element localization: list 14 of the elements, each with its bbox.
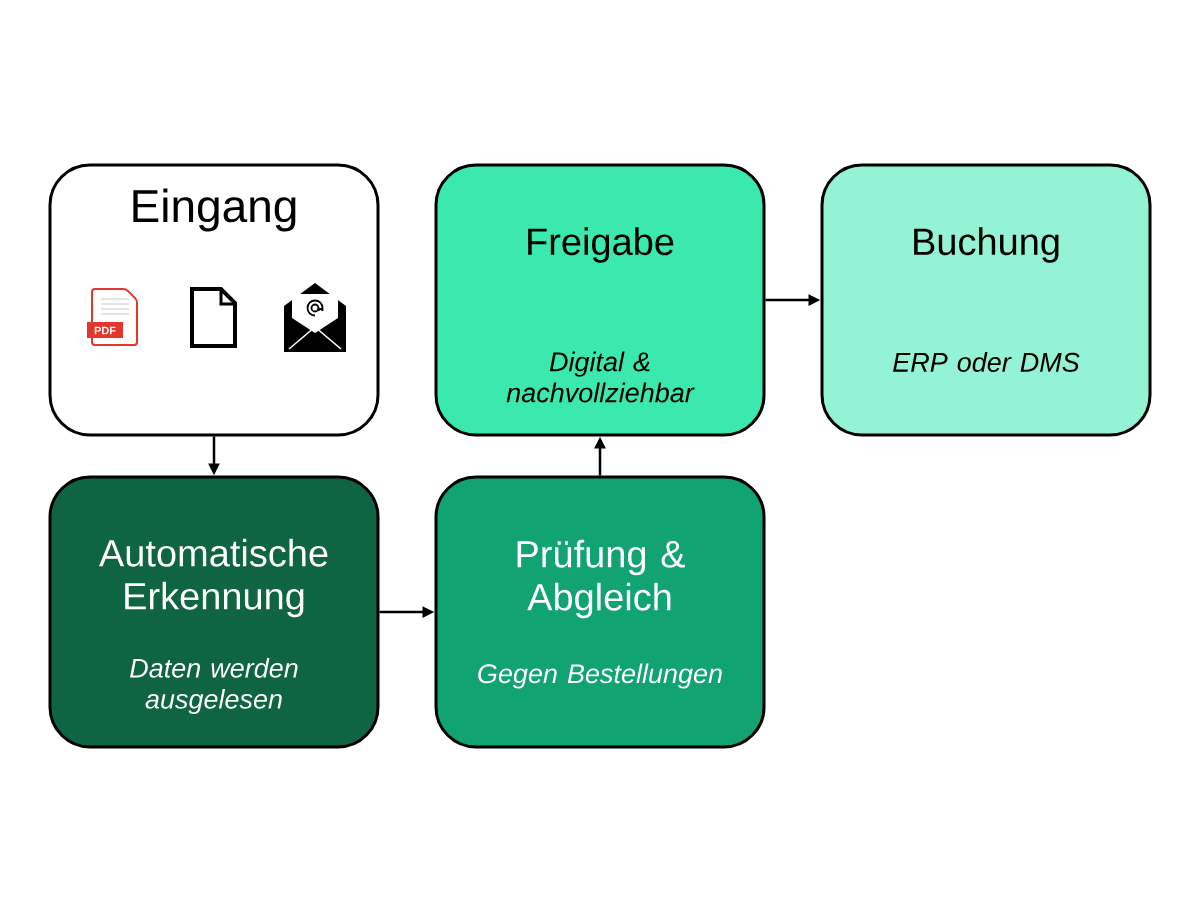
process-box	[48, 475, 380, 749]
process-box	[434, 163, 766, 437]
process-box	[48, 163, 380, 437]
step-title: Buchung	[914, 227, 1059, 263]
step-title: Prüfung & Abgleich	[517, 539, 685, 619]
process-box	[434, 475, 766, 749]
step-title: Freigabe	[528, 227, 674, 263]
step-title: Eingang	[133, 188, 296, 232]
step-description: Gegen Bestellungen	[478, 663, 722, 689]
step-title: Automatische Erkennung	[98, 538, 328, 618]
process-box	[820, 163, 1152, 437]
step-description: Digital & nachvollziehbar	[506, 351, 695, 403]
step-description: ERP oder DMS	[893, 352, 1080, 372]
step-description: Daten werden ausgelesen	[130, 657, 298, 715]
